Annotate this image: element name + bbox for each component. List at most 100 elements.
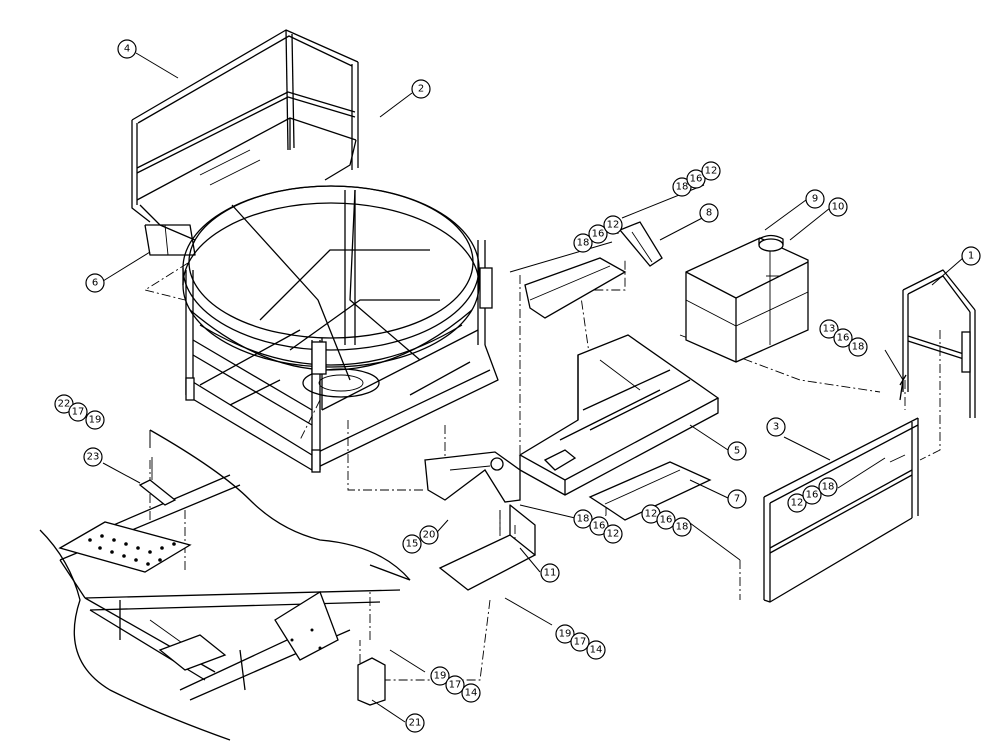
callout-16: 16 bbox=[588, 224, 608, 244]
callout-14: 14 bbox=[461, 683, 481, 703]
callout-16: 16 bbox=[686, 169, 706, 189]
callout-16-label: 16 bbox=[592, 229, 605, 240]
callout-16-circle bbox=[656, 510, 676, 530]
callout-17: 17 bbox=[570, 632, 590, 652]
part-side-panel-3 bbox=[763, 417, 919, 603]
callout-18-label: 18 bbox=[577, 514, 590, 525]
callout-12-circle bbox=[701, 161, 721, 181]
callout-19-label: 19 bbox=[559, 629, 572, 640]
callout-21-label: 21 bbox=[409, 718, 422, 729]
callout-4-label: 4 bbox=[124, 44, 130, 55]
callout-13-label: 13 bbox=[823, 324, 836, 335]
callout-17-label: 17 bbox=[574, 637, 587, 648]
callout-16-label: 16 bbox=[593, 521, 606, 532]
callout-18: 18 bbox=[672, 517, 692, 537]
callout-5: 5 bbox=[727, 441, 747, 461]
callout-13: 13 bbox=[819, 319, 839, 339]
callout-2-circle bbox=[411, 79, 431, 99]
callout-12-label: 12 bbox=[607, 220, 620, 231]
part-bar-8 bbox=[618, 221, 663, 267]
callout-12: 12 bbox=[603, 524, 623, 544]
callout-6: 6 bbox=[85, 273, 105, 293]
callout-16: 16 bbox=[833, 328, 853, 348]
callout-14-circle bbox=[461, 683, 481, 703]
callout-4: 4 bbox=[117, 39, 137, 59]
callout-20: 20 bbox=[419, 525, 439, 545]
callout-12-circle bbox=[603, 215, 623, 235]
callout-18-label: 18 bbox=[822, 482, 835, 493]
callout-15-label: 15 bbox=[406, 539, 419, 550]
part-bracket-21 bbox=[357, 657, 386, 706]
callout-10: 10 bbox=[828, 197, 848, 217]
callout-7: 7 bbox=[727, 489, 747, 509]
callout-12: 12 bbox=[787, 493, 807, 513]
step-grate-holes bbox=[88, 534, 176, 566]
callout-3-label: 3 bbox=[773, 422, 779, 433]
callout-6-circle bbox=[85, 273, 105, 293]
callout-18-circle bbox=[573, 509, 593, 529]
callout-19-circle bbox=[430, 666, 450, 686]
part-tank bbox=[685, 234, 809, 363]
callout-12-label: 12 bbox=[705, 166, 718, 177]
callout-9-circle bbox=[805, 189, 825, 209]
part-bracket-11 bbox=[438, 504, 537, 591]
callout-12-label: 12 bbox=[791, 498, 804, 509]
callout-17-circle bbox=[68, 402, 88, 422]
callout-16-label: 16 bbox=[660, 515, 673, 526]
callout-17-label: 17 bbox=[72, 407, 85, 418]
callout-12-label: 12 bbox=[607, 529, 620, 540]
callout-18: 18 bbox=[573, 233, 593, 253]
callout-19-label: 19 bbox=[89, 415, 102, 426]
callout-16: 16 bbox=[656, 510, 676, 530]
callout-12-label: 12 bbox=[645, 509, 658, 520]
callout-19: 19 bbox=[555, 624, 575, 644]
callout-22-label: 22 bbox=[58, 399, 71, 410]
callout-18-label: 18 bbox=[676, 182, 689, 193]
callout-16: 16 bbox=[802, 485, 822, 505]
callout-14: 14 bbox=[586, 640, 606, 660]
balloons-layer: 4 2 6 18 16 12 8 18 16 12 9 10 1 13 16 1… bbox=[54, 39, 981, 733]
callout-7-circle bbox=[727, 489, 747, 509]
callout-16-circle bbox=[833, 328, 853, 348]
part-bracket-23 bbox=[138, 457, 177, 506]
callout-18-label: 18 bbox=[852, 342, 865, 353]
callout-6-label: 6 bbox=[92, 278, 98, 289]
truck-chassis bbox=[39, 429, 411, 741]
callout-11-circle bbox=[540, 563, 560, 583]
callout-12-circle bbox=[787, 493, 807, 513]
callout-1: 1 bbox=[961, 246, 981, 266]
callout-16-label: 16 bbox=[837, 333, 850, 344]
callout-23-label: 23 bbox=[87, 452, 100, 463]
callout-15-circle bbox=[402, 534, 422, 554]
callout-22: 22 bbox=[54, 394, 74, 414]
callout-16-label: 16 bbox=[690, 174, 703, 185]
callout-17-circle bbox=[570, 632, 590, 652]
callout-10-circle bbox=[828, 197, 848, 217]
callout-8-label: 8 bbox=[706, 208, 712, 219]
callout-12: 12 bbox=[701, 161, 721, 181]
callout-17: 17 bbox=[445, 675, 465, 695]
callout-19: 19 bbox=[430, 666, 450, 686]
callout-19-label: 19 bbox=[434, 671, 447, 682]
callout-5-circle bbox=[727, 441, 747, 461]
callout-18: 18 bbox=[818, 477, 838, 497]
callout-13-circle bbox=[819, 319, 839, 339]
callout-19: 19 bbox=[85, 410, 105, 430]
callout-11: 11 bbox=[540, 563, 560, 583]
callout-10-label: 10 bbox=[832, 202, 845, 213]
callout-19-circle bbox=[85, 410, 105, 430]
callout-18: 18 bbox=[573, 509, 593, 529]
part-platform bbox=[518, 334, 720, 496]
callout-20-circle bbox=[419, 525, 439, 545]
part-bracket-6 bbox=[144, 224, 196, 256]
callout-8: 8 bbox=[699, 203, 719, 223]
callout-16-circle bbox=[802, 485, 822, 505]
callout-4-circle bbox=[117, 39, 137, 59]
callout-11-label: 11 bbox=[544, 568, 557, 579]
callout-18-label: 18 bbox=[676, 522, 689, 533]
callout-18: 18 bbox=[848, 337, 868, 357]
callout-8-circle bbox=[699, 203, 719, 223]
callout-1-circle bbox=[961, 246, 981, 266]
